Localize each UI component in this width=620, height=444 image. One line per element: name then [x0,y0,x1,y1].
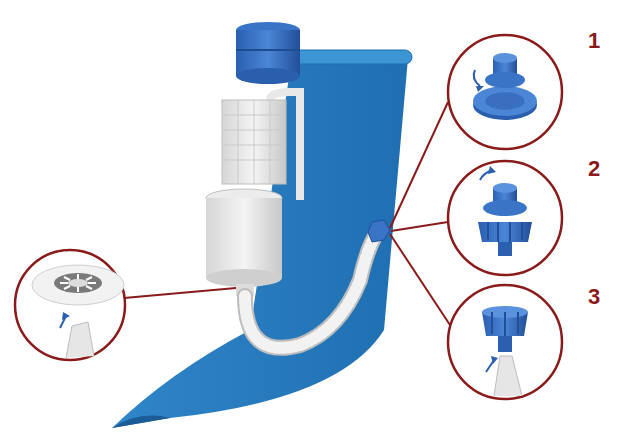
hose [245,232,378,348]
detail-circle [15,250,125,360]
pool-wall [112,58,408,428]
detail-circle [448,285,562,399]
wall-connector [368,220,390,242]
callout-number: 3 [588,286,600,308]
skimmer-lid [236,68,300,84]
detail-circle [448,35,562,149]
skimmer-basket [222,100,286,184]
outlet-detail [32,265,124,358]
detail-circle [448,161,562,275]
sheet-roll [288,50,412,64]
callout-number: 2 [588,158,600,180]
skimmer-housing [206,198,282,278]
callout-number: 1 [588,30,600,52]
hose [245,232,378,348]
fitting-part [478,166,532,256]
sheet-fold [112,416,170,428]
strainer-part [473,53,537,120]
lid-groove [236,49,300,51]
hose-fitting-part [482,306,528,396]
